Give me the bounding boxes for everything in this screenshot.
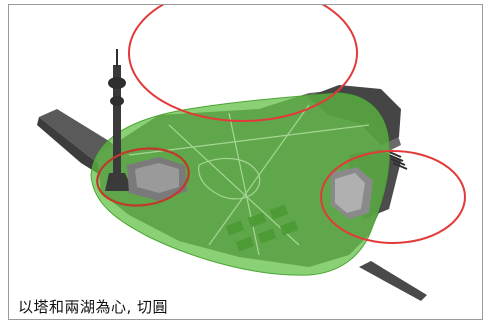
- park-paths: [128, 104, 370, 256]
- right-lake-building-face: [335, 173, 365, 213]
- left-small-circle: [96, 147, 190, 207]
- site-plan-diagram: [37, 5, 466, 301]
- right-circle: [320, 150, 466, 244]
- diagram-frame: [8, 4, 483, 320]
- tower: [105, 49, 133, 191]
- park-blocks: [225, 204, 299, 252]
- green-park-overlay: [90, 92, 390, 276]
- figure-caption: 以塔和兩湖為心, 切圓: [18, 298, 169, 316]
- left-lake-building-roof: [135, 163, 179, 193]
- lower-right-pier: [359, 261, 427, 301]
- top-circle: [128, 5, 358, 122]
